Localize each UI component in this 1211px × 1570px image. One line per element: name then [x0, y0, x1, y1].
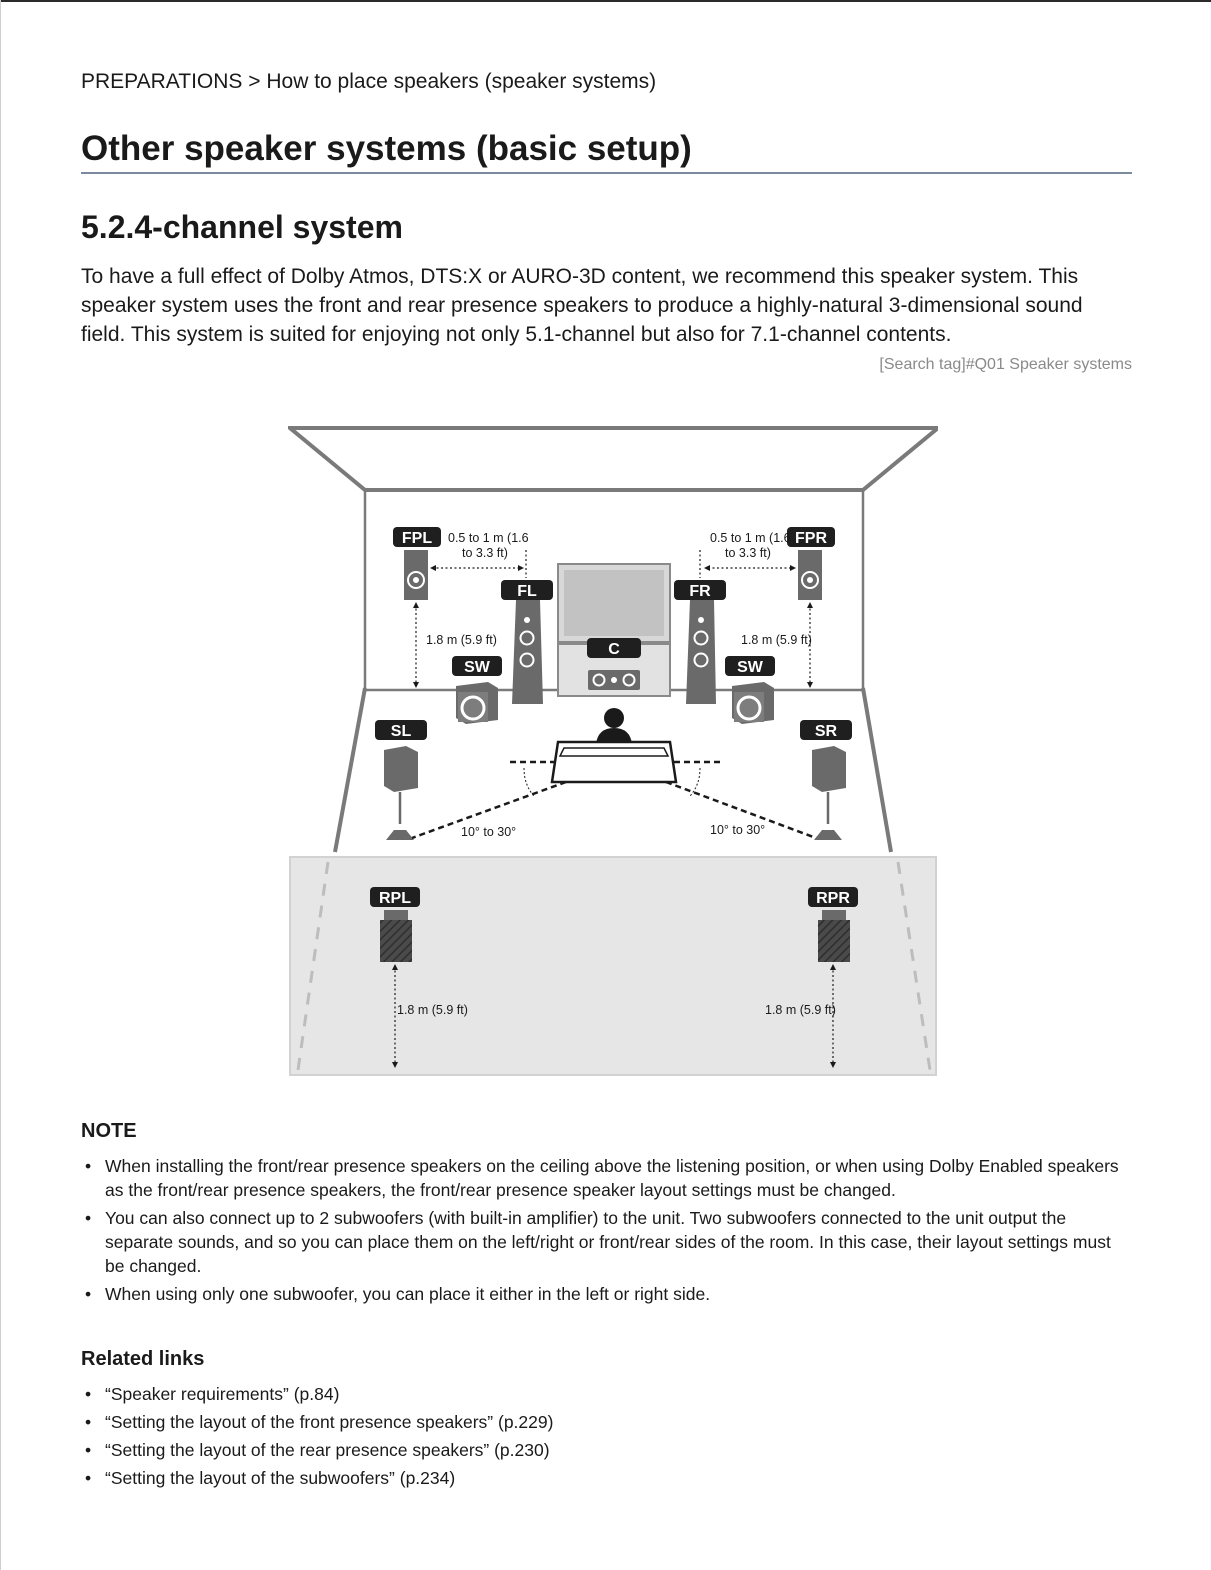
svg-text:RPR: RPR	[816, 890, 850, 907]
front-distance-label-left: to 3.3 ft)	[462, 546, 508, 560]
front-presence-left-speaker-icon	[404, 550, 428, 600]
page-left-edge	[0, 0, 1, 1570]
svg-text:FPR: FPR	[795, 530, 827, 547]
svg-text:FL: FL	[517, 583, 537, 600]
svg-text:C: C	[608, 641, 620, 658]
speaker-label-fl: FL	[501, 580, 553, 600]
svg-text:SW: SW	[737, 659, 764, 676]
related-link[interactable]: “Setting the layout of the front presenc…	[105, 1412, 554, 1432]
front-presence-right-speaker-icon	[798, 550, 822, 600]
surround-angle-label-right: 10° to 30°	[710, 823, 765, 837]
speaker-label-sr: SR	[800, 720, 852, 740]
center-speaker-icon	[588, 670, 640, 690]
speaker-label-fpl: FPL	[393, 527, 441, 547]
subwoofer-left-icon	[456, 682, 498, 724]
breadcrumb: PREPARATIONS > How to place speakers (sp…	[81, 70, 657, 93]
svg-text:SL: SL	[391, 723, 412, 740]
intro-paragraph: To have a full effect of Dolby Atmos, DT…	[81, 265, 1083, 346]
search-tag: [Search tag]#Q01 Speaker systems	[879, 356, 1132, 373]
page-title: Other speaker systems (basic setup)	[81, 129, 692, 168]
svg-text:FR: FR	[689, 583, 711, 600]
title-divider	[81, 172, 1132, 174]
speaker-label-rpr: RPR	[808, 887, 858, 907]
related-link-item: “Speaker requirements” (p.84)	[81, 1380, 1132, 1408]
speaker-label-c: C	[587, 638, 641, 658]
front-distance-label-right: to 3.3 ft)	[725, 546, 771, 560]
speaker-label-fr: FR	[674, 580, 726, 600]
note-item: When installing the front/rear presence …	[81, 1154, 1132, 1202]
speaker-label-sw-right: SW	[725, 656, 775, 676]
section-title: 5.2.4-channel system	[81, 209, 403, 245]
svg-text:FPL: FPL	[402, 530, 432, 547]
speaker-layout-diagram: FPL FPR FL FR C SW SW SL SR RPL RPR 0.5 …	[288, 426, 938, 1076]
speaker-label-sl: SL	[375, 720, 427, 740]
rear-presence-height-label-left: 1.8 m (5.9 ft)	[397, 1003, 468, 1017]
listener-icon	[596, 708, 632, 744]
front-presence-height-label-left: 1.8 m (5.9 ft)	[426, 633, 497, 647]
speaker-label-rpl: RPL	[370, 887, 420, 907]
page-top-edge	[0, 0, 1211, 2]
related-link[interactable]: “Speaker requirements” (p.84)	[105, 1384, 340, 1404]
surround-left-speaker-icon	[384, 746, 418, 840]
related-links-list: “Speaker requirements” (p.84) “Setting t…	[81, 1380, 1132, 1492]
front-distance-label-right: 0.5 to 1 m (1.6	[710, 531, 791, 545]
related-links-heading: Related links	[81, 1348, 205, 1370]
tv-icon	[557, 563, 671, 697]
angle-lines	[411, 760, 817, 840]
front-left-speaker-icon	[512, 600, 543, 704]
sofa-icon	[550, 740, 678, 784]
speaker-label-sw-left: SW	[452, 656, 502, 676]
measurement-arrowheads	[392, 565, 836, 1068]
related-link[interactable]: “Setting the layout of the subwoofers” (…	[105, 1468, 456, 1488]
speaker-label-fpr: FPR	[787, 527, 835, 547]
front-presence-height-label-right: 1.8 m (5.9 ft)	[741, 633, 812, 647]
subwoofer-right-icon	[732, 682, 774, 724]
related-link-item: “Setting the layout of the front presenc…	[81, 1408, 1132, 1436]
surround-angle-label-left: 10° to 30°	[461, 825, 516, 839]
note-heading: NOTE	[81, 1120, 137, 1142]
related-link[interactable]: “Setting the layout of the rear presence…	[105, 1440, 550, 1460]
note-item: You can also connect up to 2 subwoofers …	[81, 1206, 1132, 1278]
svg-text:RPL: RPL	[379, 890, 411, 907]
svg-text:SW: SW	[464, 659, 491, 676]
related-link-item: “Setting the layout of the rear presence…	[81, 1436, 1132, 1464]
front-right-speaker-icon	[686, 600, 716, 704]
rear-presence-right-speaker-icon	[818, 910, 850, 962]
rear-presence-height-label-right: 1.8 m (5.9 ft)	[765, 1003, 836, 1017]
note-list: When installing the front/rear presence …	[81, 1154, 1132, 1310]
related-link-item: “Setting the layout of the subwoofers” (…	[81, 1464, 1132, 1492]
svg-text:SR: SR	[815, 723, 838, 740]
surround-right-speaker-icon	[812, 746, 846, 840]
front-distance-label-left: 0.5 to 1 m (1.6	[448, 531, 529, 545]
rear-presence-left-speaker-icon	[380, 910, 412, 962]
note-item: When using only one subwoofer, you can p…	[81, 1282, 1132, 1306]
measurement-lines	[394, 550, 834, 1064]
